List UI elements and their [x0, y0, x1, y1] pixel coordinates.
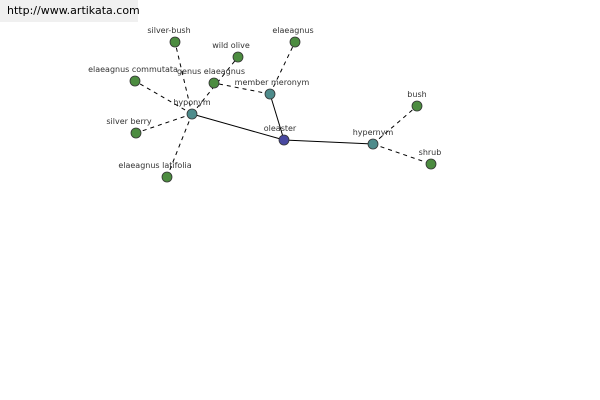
edge-hyponym-to-silver-berry [135, 113, 193, 134]
edge-oleaster-to-hypernym [283, 139, 374, 145]
node-label-hypernym: hypernym [353, 128, 394, 137]
node-genus-elaeagnus[interactable]: genus elaeagnus [177, 67, 245, 89]
node-label-elaeagnus: elaeagnus [272, 26, 313, 35]
nodes-layer: oleaster hyponym member meronym hypernym sil… [88, 26, 442, 183]
node-circle-elaeagnus-commutata[interactable] [129, 75, 141, 87]
node-label-silver-berry: silver berry [106, 117, 152, 126]
node-circle-wild-olive[interactable] [232, 51, 244, 63]
node-circle-genus-elaeagnus[interactable] [208, 77, 220, 89]
node-hypernym[interactable]: hypernym [353, 128, 394, 150]
node-oleaster[interactable]: oleaster [264, 124, 297, 146]
node-silver-bush[interactable]: silver-bush [147, 26, 191, 48]
edge-hypernym-to-bush [372, 105, 418, 145]
node-label-shrub: shrub [419, 148, 442, 157]
edge-hyponym-to-elaeagnus-latifolia [166, 113, 193, 178]
node-circle-member-meronym[interactable] [264, 88, 276, 100]
node-circle-silver-berry[interactable] [130, 127, 142, 139]
node-label-member-meronym: member meronym [235, 78, 310, 87]
node-circle-bush[interactable] [411, 100, 423, 112]
edge-oleaster-to-member-meronym [269, 93, 285, 141]
node-circle-silver-bush[interactable] [169, 36, 181, 48]
node-label-genus-elaeagnus: genus elaeagnus [177, 67, 245, 76]
node-circle-elaeagnus[interactable] [289, 36, 301, 48]
node-label-elaeagnus-commutata: elaeagnus commutata [88, 65, 178, 74]
edge-hyponym-to-elaeagnus-commutata [134, 80, 193, 115]
edge-hypernym-to-shrub [372, 143, 432, 165]
edge-oleaster-to-hyponym [191, 113, 285, 141]
node-circle-elaeagnus-latifolia[interactable] [161, 171, 173, 183]
node-member-meronym[interactable]: member meronym [235, 78, 310, 100]
node-label-wild-olive: wild olive [212, 41, 250, 50]
node-hyponym[interactable]: hyponym [173, 98, 211, 120]
node-label-bush: bush [407, 90, 426, 99]
node-circle-oleaster[interactable] [278, 134, 290, 146]
node-label-elaeagnus-latifolia: elaeagnus latifolia [118, 161, 191, 170]
node-silver-berry[interactable]: silver berry [106, 117, 152, 139]
node-elaeagnus-commutata[interactable]: elaeagnus commutata [88, 65, 178, 87]
watermark-url: http://www.artikata.com [0, 0, 140, 22]
node-label-silver-bush: silver-bush [147, 26, 190, 35]
node-circle-hyponym[interactable] [186, 108, 198, 120]
node-elaeagnus[interactable]: elaeagnus [272, 26, 314, 48]
node-elaeagnus-latifolia[interactable]: elaeagnus latifolia [118, 161, 192, 183]
node-label-hyponym: hyponym [173, 98, 211, 107]
node-circle-hypernym[interactable] [367, 138, 379, 150]
node-shrub[interactable]: shrub [419, 148, 442, 170]
edge-member-meronym-to-elaeagnus [269, 41, 296, 95]
edge-member-meronym-to-genus-elaeagnus [213, 82, 271, 95]
edges-layer [134, 41, 432, 178]
node-wild-olive[interactable]: wild olive [212, 41, 250, 63]
node-bush[interactable]: bush [407, 90, 427, 112]
node-label-oleaster: oleaster [264, 124, 297, 133]
node-circle-shrub[interactable] [425, 158, 437, 170]
